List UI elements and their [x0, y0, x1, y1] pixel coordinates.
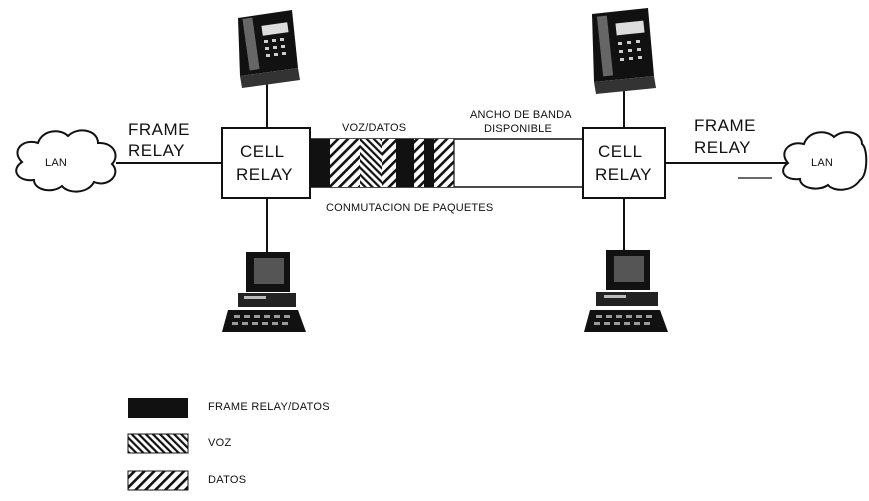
transmission-pipe: [310, 139, 583, 187]
cell-relay-left-line1: CELL: [240, 143, 285, 160]
frame-relay-left-line1: FRAME: [128, 121, 190, 138]
cell-relay-right-box: [583, 128, 665, 198]
legend-label-voz: VOZ: [208, 438, 232, 449]
legend-label-frame-relay-datos: FRAME RELAY/DATOS: [208, 402, 330, 413]
pipe-bottom-label: CONMUTACION DE PAQUETES: [326, 203, 493, 214]
legend-swatch-frame-relay-datos: [128, 398, 188, 418]
computer-left-icon: [222, 252, 306, 332]
pipe-top-label: VOZ/DATOS: [342, 123, 406, 134]
cell-relay-left-line2: RELAY: [236, 166, 293, 183]
frame-relay-right-line1: FRAME: [694, 117, 756, 134]
telephone-right-icon: [592, 8, 656, 94]
cell-relay-right-line1: CELL: [598, 143, 643, 160]
legend-swatch-voz: [128, 434, 188, 453]
frame-relay-right-line2: RELAY: [694, 139, 751, 156]
computer-right-icon: [584, 250, 668, 332]
frame-relay-left-line2: RELAY: [128, 142, 185, 159]
telephone-left-icon: [238, 10, 300, 88]
bandwidth-label-line2: DISPONIBLE: [484, 124, 552, 135]
cell-relay-right-line2: RELAY: [595, 166, 652, 183]
bandwidth-label-line1: ANCHO DE BANDA: [470, 110, 572, 121]
cell-relay-left-box: [222, 128, 310, 198]
lan-right-label: LAN: [811, 158, 833, 169]
lan-left-label: LAN: [45, 158, 67, 169]
legend-swatch-datos: [128, 471, 188, 490]
legend-label-datos: DATOS: [208, 475, 246, 486]
